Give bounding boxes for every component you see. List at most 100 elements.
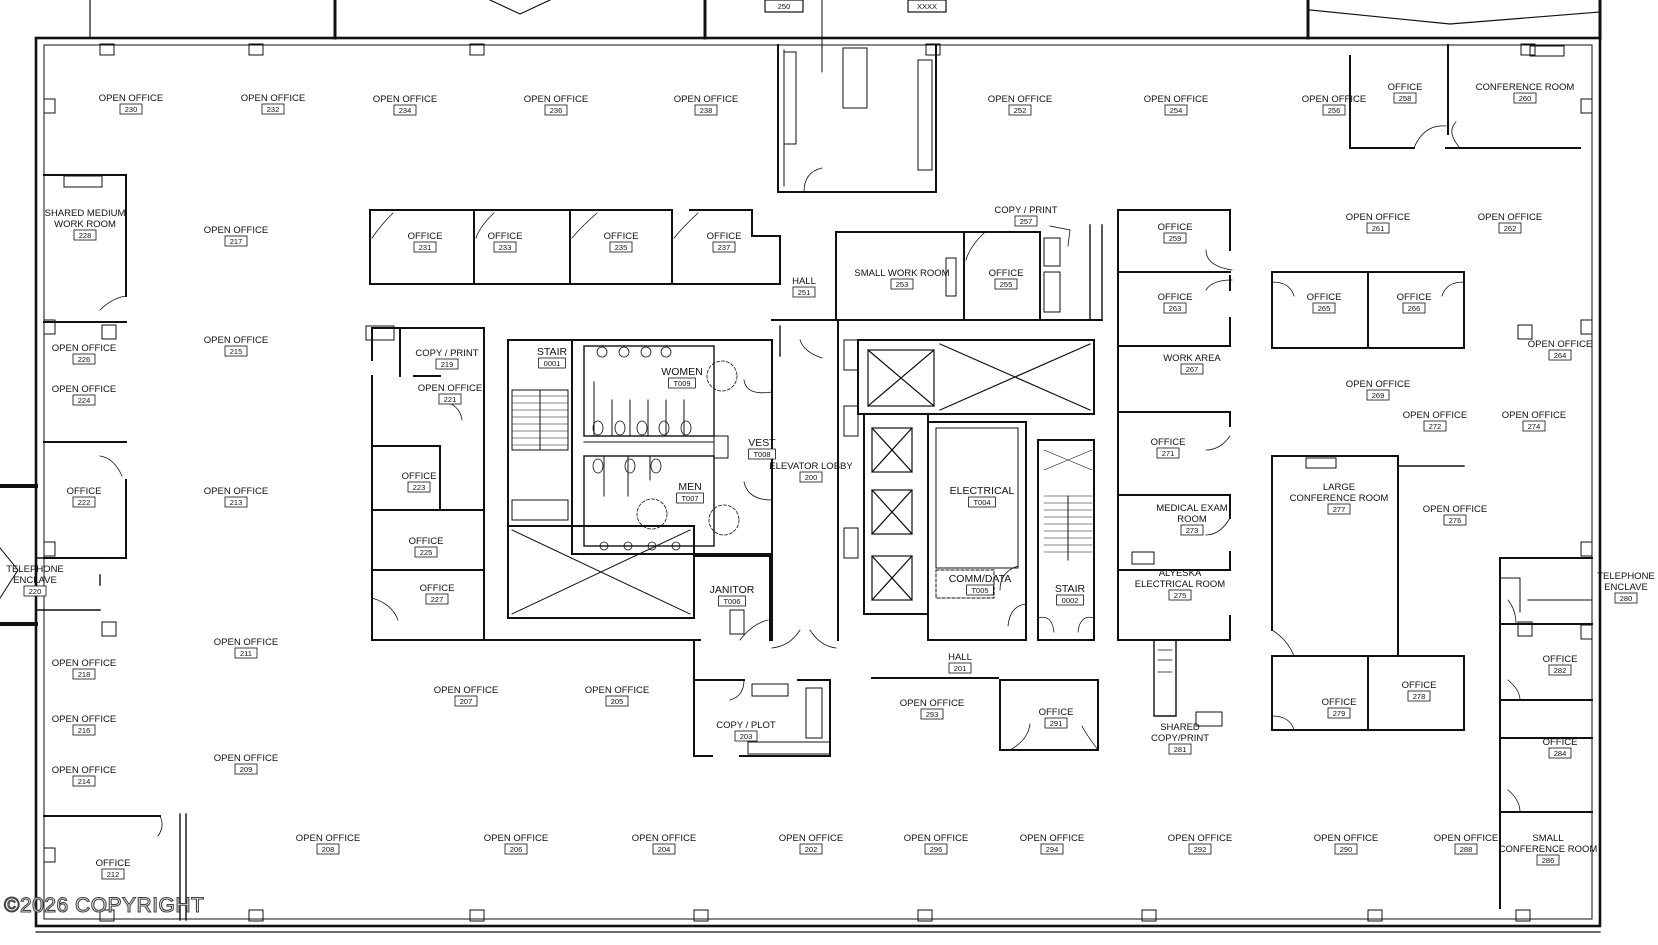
room-number: 290: [1340, 845, 1353, 854]
room-number: T004: [973, 498, 990, 507]
central-lobby-walls: [693, 319, 1103, 649]
room-number: 265: [1318, 304, 1331, 313]
room-number-tag: [72, 668, 96, 680]
room-number-tag: [224, 235, 248, 247]
room-number: 286: [1542, 856, 1555, 865]
room-name: OPEN OFFICE: [99, 93, 163, 104]
large-conference-block: [1271, 455, 1465, 731]
room-number-tag: [1164, 104, 1188, 116]
room-number-tag: [393, 104, 417, 116]
room-name: OFFICE: [96, 858, 131, 869]
room-number-tag: [694, 104, 718, 116]
room-name: OFFICE: [1039, 707, 1074, 718]
room-name: OPEN OFFICE: [1478, 212, 1542, 223]
room-number: 255: [1000, 280, 1013, 289]
room-number-tag: [609, 241, 633, 253]
room-number-tag: [1056, 594, 1084, 606]
room-name: OFFICE: [1151, 437, 1186, 448]
room-number-tag: [224, 496, 248, 508]
room-name: OPEN OFFICE: [1502, 410, 1566, 421]
room-name: OFFICE: [1158, 222, 1193, 233]
shared-copy-print: [1153, 639, 1223, 727]
room-number: 267: [1186, 365, 1199, 374]
room-name: OPEN OFFICE: [1302, 94, 1366, 105]
room-number-tag: [1327, 503, 1351, 515]
room-number: 228: [79, 231, 92, 240]
room-name: OPEN OFFICE: [524, 94, 588, 105]
room-number-tag: [1180, 363, 1204, 375]
room-name: OFFICE: [1322, 697, 1357, 708]
room-number: 251: [798, 288, 811, 297]
room-number: 208: [322, 845, 335, 854]
room-number: 200: [805, 473, 818, 482]
south-center-rooms: [871, 677, 1099, 751]
room-name: HALL: [948, 652, 972, 663]
room-name: OFFICE: [402, 471, 437, 482]
room-number-tag: [435, 358, 459, 370]
room-number-tag: [1423, 420, 1447, 432]
room-number-tag: [493, 241, 517, 253]
room-name: OPEN OFFICE: [52, 765, 116, 776]
room-number-tag: [72, 496, 96, 508]
ne-rooms: [1349, 44, 1581, 149]
room-number: 215: [230, 347, 243, 356]
room-number: 284: [1554, 749, 1567, 758]
room-name: HALL: [792, 276, 816, 287]
room-number-tag: [1322, 104, 1346, 116]
room-number-tag: [73, 229, 97, 241]
room-number: 256: [1328, 106, 1341, 115]
room-number: T007: [681, 494, 698, 503]
room-number-tag: [948, 662, 972, 674]
room-number-tag: [234, 647, 258, 659]
room-number: 234: [399, 106, 412, 115]
room-number-tag: [425, 593, 449, 605]
room-name: OPEN OFFICE: [204, 335, 268, 346]
room-number: T005: [971, 586, 988, 595]
room-number: 213: [230, 498, 243, 507]
room-number-tag: [454, 695, 478, 707]
room-number: 217: [230, 237, 243, 246]
room-number: 260: [1519, 94, 1532, 103]
shaft-west: [507, 525, 695, 619]
room-name: OPEN OFFICE: [214, 753, 278, 764]
room-number-tag: [1014, 215, 1038, 227]
left-wing-walls: [0, 174, 187, 921]
room-number: 269: [1372, 391, 1385, 400]
room-name: OFFICE: [1307, 292, 1342, 303]
room-number: 0001: [544, 359, 561, 368]
room-number: 271: [1162, 449, 1175, 458]
room-number-tag: [1188, 843, 1212, 855]
room-name: OPEN OFFICE: [204, 225, 268, 236]
room-name: COMM/DATA: [949, 573, 1012, 585]
room-name: STAIR: [537, 346, 568, 358]
room-number: T009: [673, 379, 690, 388]
